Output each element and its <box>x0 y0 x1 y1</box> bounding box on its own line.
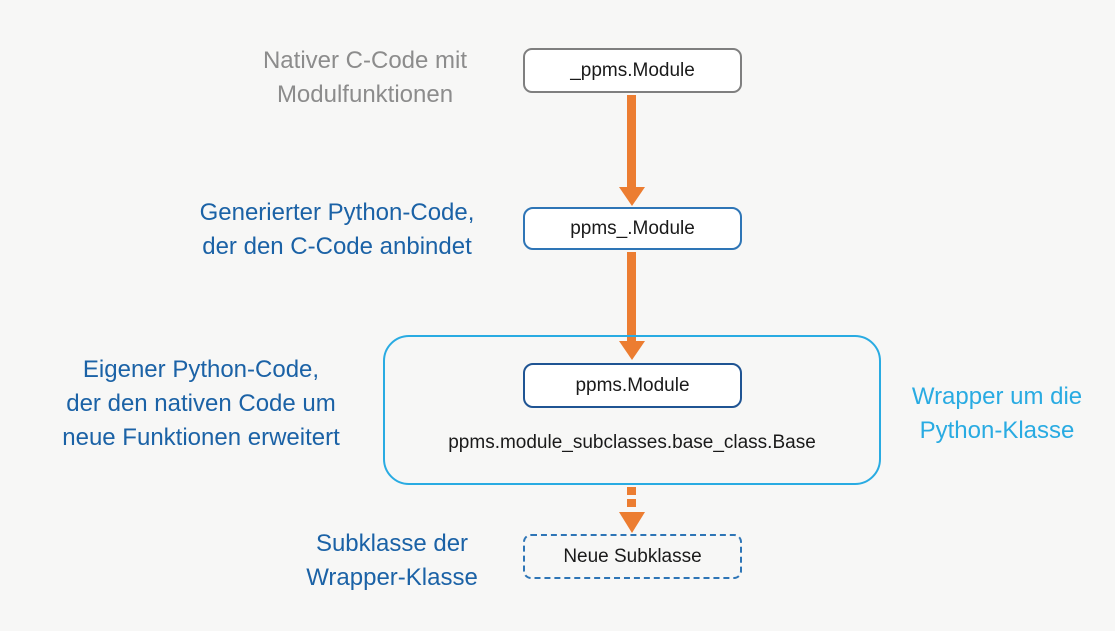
label-line: Modulfunktionen <box>276 81 454 108</box>
node-generated-module: ppms_.Module <box>523 207 742 250</box>
arrow-dash-2 <box>627 499 636 507</box>
label-line: Subklasse der <box>315 530 469 557</box>
label-line: Eigener Python-Code, <box>82 356 320 383</box>
label-native-c-code: Nativer C-Code mit Modulfunktionen <box>200 44 530 112</box>
label-line: der den nativen Code um <box>66 390 336 417</box>
label-wrapper-python-class: Wrapper um die Python-Klasse <box>832 380 1115 448</box>
label-subclass-of-wrapper: Subklasse der Wrapper-Klasse <box>227 527 557 595</box>
arrow-down-2 <box>627 252 636 342</box>
label-line: Nativer C-Code mit <box>262 47 468 74</box>
node-native-module: _ppms.Module <box>523 48 742 93</box>
arrow-dash-1 <box>627 487 636 495</box>
wrapper-class-container <box>383 335 881 485</box>
base-class-path-text: ppms.module_subclasses.base_class.Base <box>448 432 816 453</box>
arrow-head-3-icon <box>619 512 645 533</box>
label-line: Wrapper um die <box>911 383 1083 410</box>
label-line: Generierter Python-Code, <box>199 199 475 226</box>
arrow-down-1 <box>627 95 636 188</box>
label-generated-python-code: Generierter Python-Code, der den C-Code … <box>172 196 502 264</box>
arrow-head-1-icon <box>619 187 645 206</box>
label-line: Wrapper-Klasse <box>306 564 478 591</box>
node-wrapper-module: ppms.Module <box>523 363 742 408</box>
label-own-python-code: Eigener Python-Code, der den nativen Cod… <box>36 353 366 455</box>
node-new-subclass: Neue Subklasse <box>523 534 742 579</box>
label-line: neue Funktionen erweitert <box>62 424 340 451</box>
label-line: Python-Klasse <box>919 417 1075 444</box>
label-line: der den C-Code anbindet <box>202 233 472 260</box>
arrow-head-2-icon <box>619 341 645 360</box>
